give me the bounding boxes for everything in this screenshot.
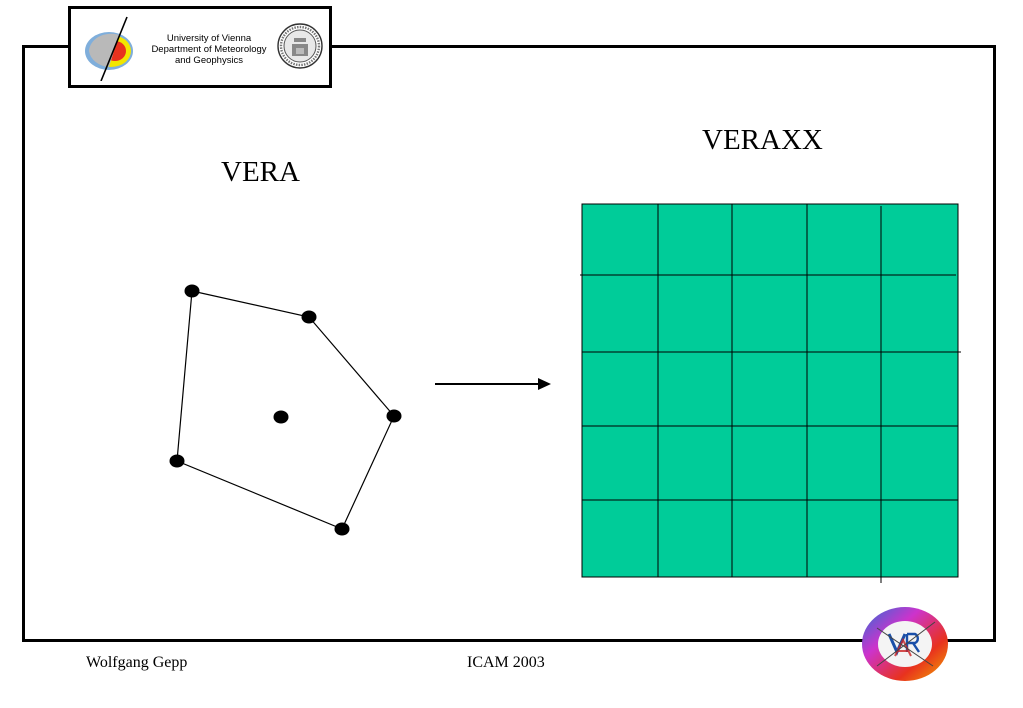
grid-border (581, 203, 959, 578)
station-point (386, 409, 402, 423)
veraxx-label: VERAXX (702, 124, 823, 156)
arrow (435, 378, 551, 390)
institution-line-2: Department of Meteorology (151, 44, 267, 55)
vera-logo-icon (862, 607, 948, 681)
station-point (334, 522, 350, 536)
arrow-head-icon (538, 378, 551, 390)
institution-line-1: University of Vienna (166, 33, 252, 44)
vera-label: VERA (221, 156, 300, 188)
station-point-center (273, 410, 289, 424)
institution-name: University of Vienna Department of Meteo… (147, 33, 271, 66)
stations (169, 284, 402, 536)
analysis-grid (582, 204, 958, 577)
station-polygon (176, 290, 395, 530)
grid-lines (580, 203, 961, 583)
university-seal-icon (277, 23, 323, 69)
institution-line-3: and Geophysics (174, 55, 244, 66)
footer-author: Wolfgang Gepp (86, 654, 188, 671)
footer-event: ICAM 2003 (467, 654, 545, 671)
university-department-logo-icon (85, 16, 133, 81)
slide-frame (22, 45, 996, 642)
station-point (184, 284, 200, 298)
header-logo-box: University of Vienna Department of Meteo… (68, 6, 332, 88)
station-point (301, 310, 317, 324)
station-point (169, 454, 185, 468)
